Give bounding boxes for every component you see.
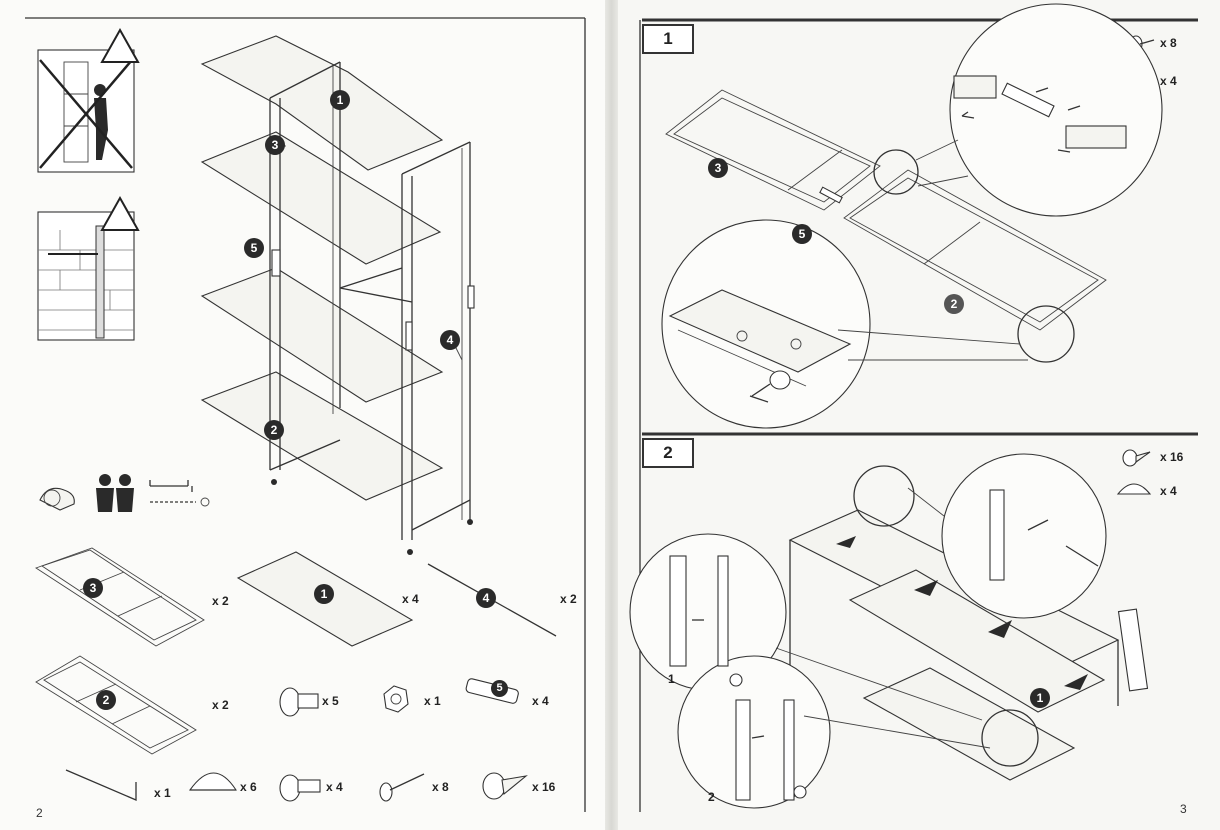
- shelf-label-badge: 1: [330, 90, 350, 110]
- parts-list-artwork: [34, 547, 557, 802]
- part-bracket-5-qty: x 4: [532, 694, 549, 708]
- warning-tipping-icon: [37, 27, 140, 173]
- step2-cap-qty: x 4: [1160, 484, 1177, 498]
- screw-icon: [1122, 449, 1151, 467]
- part-screw-qty: x 16: [532, 780, 556, 794]
- part-frame-3-qty: x 2: [212, 594, 229, 608]
- part-shelf-1-qty: x 4: [402, 592, 419, 606]
- part-frame-2-badge: 2: [96, 690, 116, 710]
- bracket-label-badge: 5: [244, 238, 264, 258]
- step1-top-frame-badge: 3: [708, 158, 728, 178]
- tools-icons: [39, 474, 210, 512]
- step1-side-frame-badge: 2: [944, 294, 964, 314]
- frame-side-label-badge: 2: [264, 420, 284, 440]
- step1-diagram: [661, 3, 1163, 429]
- right-page: 1 x 8 x 4 3 5 2 2 x 16 x 4 1 1 2 3: [618, 0, 1220, 830]
- step2-number: 2: [642, 438, 694, 468]
- left-page-artwork: [25, 17, 586, 812]
- step2-detail-1-label: 1: [668, 672, 675, 686]
- part-shelf-1-badge: 1: [314, 584, 334, 604]
- part-foot-qty: x 4: [326, 780, 343, 794]
- rod-label-badge: 4: [440, 330, 460, 350]
- assembled-shelf-diagram: [200, 35, 475, 555]
- step1-foot-qty: x 4: [1160, 74, 1177, 88]
- frame-top-label-badge: 3: [265, 135, 285, 155]
- right-page-artwork: [629, 3, 1198, 812]
- step2-detail-2-label: 2: [708, 790, 715, 804]
- warning-wall-anchor-icon: [37, 195, 140, 341]
- part-rod-4-badge: 4: [476, 588, 496, 608]
- part-rod-4-qty: x 2: [560, 592, 577, 606]
- part-cap-qty: x 6: [240, 780, 257, 794]
- step1-bracket-badge: 5: [792, 224, 812, 244]
- step1-bolt-qty: x 8: [1160, 36, 1177, 50]
- part-nut-qty: x 1: [424, 694, 441, 708]
- page-number-left: 2: [36, 806, 43, 820]
- cap-icon: [1116, 483, 1152, 495]
- step1-number: 1: [642, 24, 694, 54]
- part-frame-2-qty: x 2: [212, 698, 229, 712]
- part-allen-key-qty: x 1: [154, 786, 171, 800]
- step2-diagram: [629, 449, 1152, 809]
- step2-screw-qty: x 16: [1160, 450, 1184, 464]
- page-number-right: 3: [1180, 802, 1187, 816]
- part-bolt-large-qty: x 5: [322, 694, 339, 708]
- part-bolt-long-qty: x 8: [432, 780, 449, 794]
- left-page: 1 3 5 4 2 3 x 2 1 x 4 4 x 2 2 x 2 x 5 x …: [0, 0, 605, 830]
- book-gutter: [605, 0, 618, 830]
- part-bracket-5-badge: 5: [491, 680, 508, 697]
- step2-shelf-badge: 1: [1030, 688, 1050, 708]
- part-frame-3-badge: 3: [83, 578, 103, 598]
